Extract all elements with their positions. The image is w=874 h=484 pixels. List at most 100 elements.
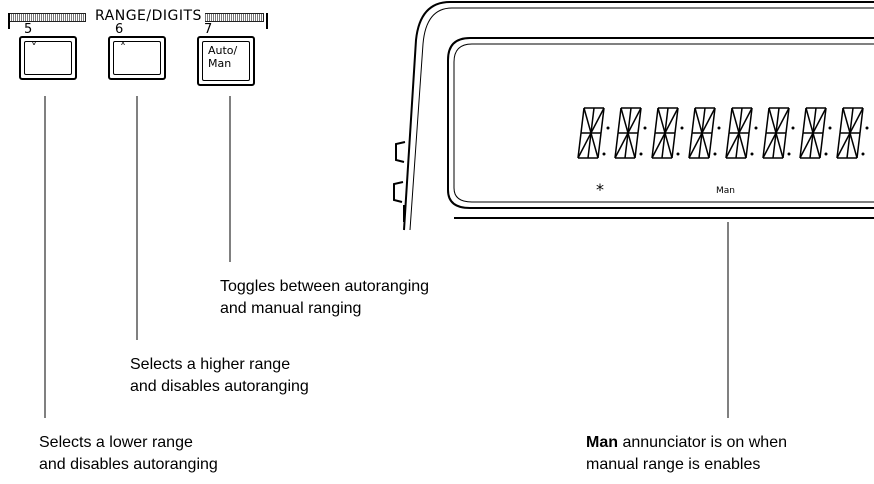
digit-segment [600,107,605,134]
display-digit [762,107,795,159]
auto-man-label-line2: Man [208,57,232,70]
group-hatch-right [200,13,264,22]
auto-man-button-label: Auto/ Man [208,44,237,70]
digit-segment [819,132,824,159]
group-bracket-left-edge [8,13,10,29]
display-digit [799,107,832,159]
digit-segment [691,107,696,134]
key-number-7: 7 [204,22,213,37]
digit-segment [728,107,733,134]
digit-segment [634,132,639,159]
segment-display [577,107,869,159]
digit-segment [651,107,679,159]
callout-range-up-line2: and disables autoranging [130,378,309,395]
digit-segment [859,107,864,134]
digit-segment [617,107,622,134]
digit-dot [639,152,643,156]
digit-dot [787,152,791,156]
digit-segment [836,107,864,159]
digit-dot [680,126,684,130]
callout-auto-man-line2: and manual ranging [220,300,362,317]
digit-dot [606,126,610,130]
callout-range-up: Selects a higher range and disables auto… [130,354,309,398]
callout-range-down: Selects a lower range and disables autor… [39,432,218,476]
chevron-down-icon: ˅ [31,41,37,55]
digit-segment [577,132,582,159]
callout-range-down-line2: and disables autoranging [39,456,218,473]
chevron-up-icon: ˄ [120,41,126,55]
display-digit [725,107,758,159]
digit-segment [651,132,656,159]
digit-segment [856,132,861,159]
digit-segment [802,107,807,134]
digit-dot [754,126,758,130]
digit-segment [671,132,676,159]
digit-segment [614,107,642,159]
digit-segment [580,107,585,134]
group-hatch-left [8,13,86,22]
digit-segment [799,107,827,159]
digit-segment [785,107,790,134]
digit-segment [799,132,804,159]
digit-segment [839,107,844,134]
auto-man-label-line1: Auto/ [208,44,238,57]
digit-segment [688,132,693,159]
callout-auto-man: Toggles between autoranging and manual r… [220,276,429,320]
group-title: RANGE/DIGITS [92,8,205,24]
digit-dot [602,152,606,156]
digit-dot [750,152,754,156]
instrument-panel-outline [393,1,874,231]
callout-range-up-line1: Selects a higher range [130,356,291,373]
digit-segment [688,107,716,159]
callout-man-line1-rest: annunciator is on when [618,434,787,451]
digit-dot [865,126,869,130]
digit-segment [577,107,605,159]
callout-auto-man-line1: Toggles between autoranging [220,278,430,295]
display-digit [688,107,721,159]
star-annunciator: * [596,180,604,199]
digit-segment [637,107,642,134]
digit-segment [674,107,679,134]
digit-segment [614,132,619,159]
digit-segment [765,107,770,134]
key-number-5: 5 [24,22,33,37]
digit-dot [791,126,795,130]
digit-dot [713,152,717,156]
digit-segment [748,107,753,134]
callout-man-line2: manual range is enables [586,456,761,473]
digit-segment [762,107,790,159]
digit-dot [717,126,721,130]
digit-segment [762,132,767,159]
digit-segment [836,132,841,159]
range-up-button[interactable]: ˄ [108,36,166,80]
digit-dot [643,126,647,130]
digit-dot [676,152,680,156]
callout-range-down-line1: Selects a lower range [39,434,193,451]
digit-dot [824,152,828,156]
digit-segment [745,132,750,159]
callout-man-bold: Man [586,434,618,451]
range-digits-group-label: RANGE/DIGITS [8,8,268,29]
display-digit [836,107,869,159]
digit-segment [708,132,713,159]
callout-man-annunciator: Man annunciator is on when manual range … [586,432,787,476]
digit-segment [822,107,827,134]
digit-segment [654,107,659,134]
display-digit [577,107,610,159]
digit-dot [828,126,832,130]
key-number-6: 6 [115,22,124,37]
man-annunciator: Man [716,186,735,196]
display-digit [614,107,647,159]
digit-segment [725,132,730,159]
digit-segment [597,132,602,159]
callout-man-line1: Man annunciator is on when [586,432,787,454]
digit-segment [711,107,716,134]
digit-segment [725,107,753,159]
digit-segment [782,132,787,159]
display-digit [651,107,684,159]
range-down-button[interactable]: ˅ [19,36,77,80]
group-bracket-right-edge [266,13,268,29]
auto-man-button[interactable]: Auto/ Man [197,36,255,86]
digit-dot [861,152,865,156]
